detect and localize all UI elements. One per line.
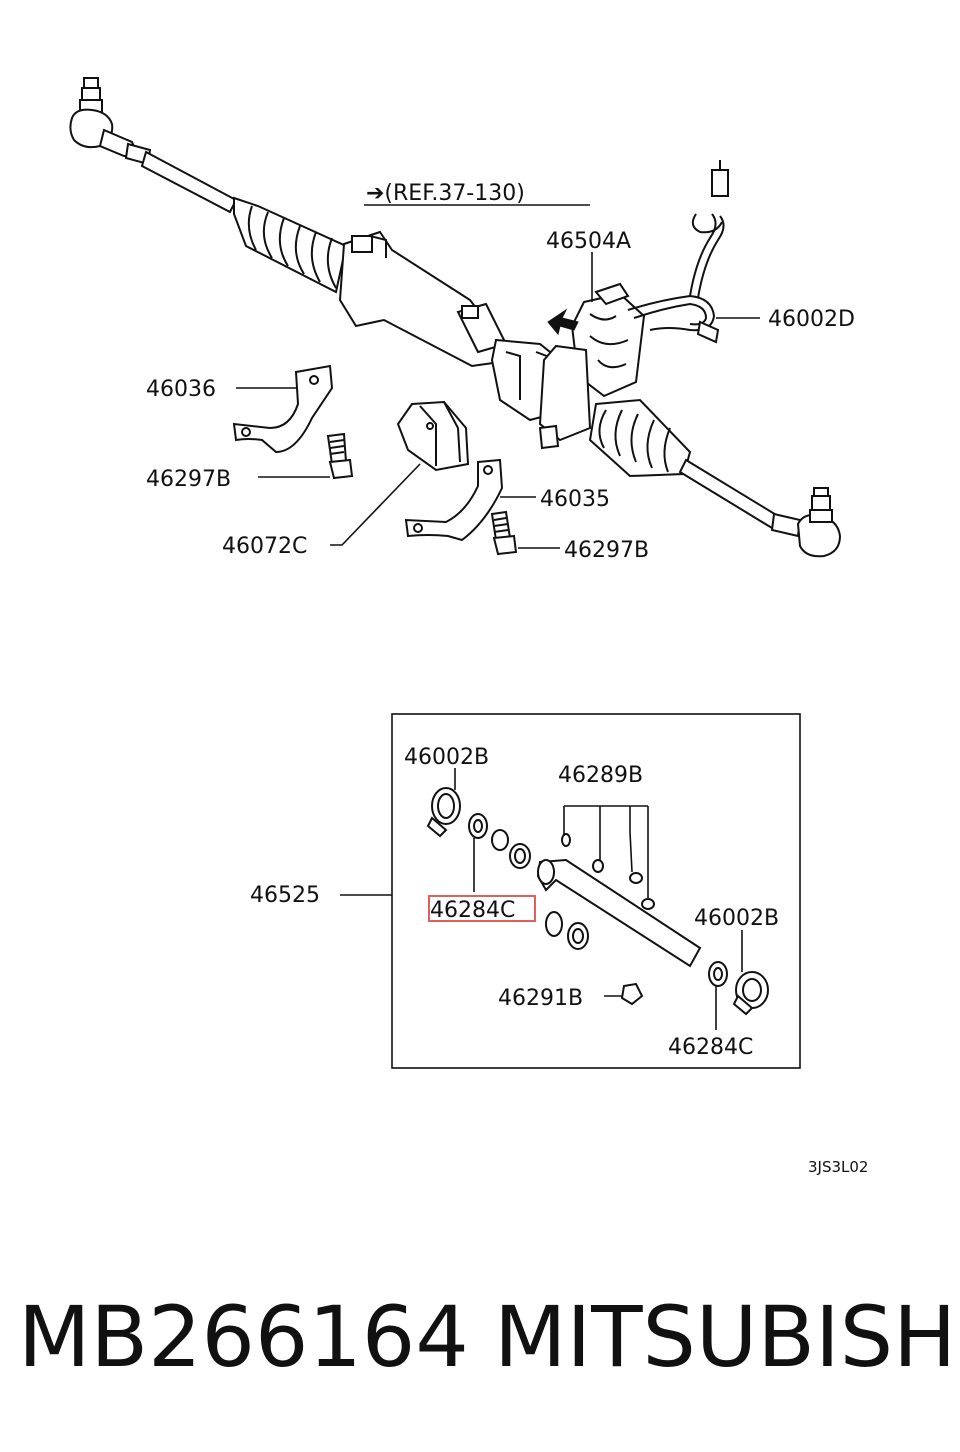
label-46002B-top: 46002B: [404, 745, 489, 770]
right-bracket-bolt: [490, 510, 518, 556]
upper-leader-lines: [236, 204, 760, 549]
left-clamp-bracket: [232, 364, 334, 454]
oil-seal-b-inner: [572, 928, 584, 944]
label-46291B: 46291B: [498, 986, 583, 1011]
right-tie-rod: [678, 458, 780, 530]
label-46072C: 46072C: [222, 534, 307, 559]
o-ring-3: [629, 872, 643, 884]
rack-housing: [338, 230, 561, 422]
seal-ring-a: [491, 829, 509, 851]
label-46297B-left: 46297B: [146, 467, 231, 492]
highlight-box: [428, 895, 536, 922]
label-46036: 46036: [146, 377, 216, 402]
seal-kit-inset-frame: [391, 713, 801, 1069]
label-46035: 46035: [540, 487, 610, 512]
diagram-code: 3JS3L02: [808, 1158, 868, 1176]
label-46297B-right: 46297B: [564, 538, 649, 563]
rack-bush-ring-right: [708, 961, 728, 987]
seal-ring-b: [509, 843, 531, 869]
label-46504A: 46504A: [546, 229, 631, 254]
stopper-nut: [620, 982, 644, 1006]
rack-bar: [536, 858, 702, 968]
steering-rack-assembly: [69, 77, 842, 558]
label-46284C-bottom: 46284C: [668, 1035, 753, 1060]
pressure-hose: [627, 160, 729, 344]
rack-bush-ring-left: [468, 813, 488, 839]
label-46525: 46525: [250, 883, 320, 908]
seal-kit-parts: [426, 787, 769, 1016]
left-tie-rod: [140, 150, 238, 214]
part-number: MB266164: [18, 1288, 469, 1386]
pinion-valve-body: [538, 282, 646, 450]
seal-ring-b-inner: [514, 848, 526, 864]
reference-label: ➔(REF.37-130): [366, 181, 525, 206]
label-46284C-highlighted: 46284C: [430, 898, 515, 923]
oil-seal-b: [567, 922, 589, 950]
label-46002D: 46002D: [768, 307, 855, 332]
o-ring-2: [592, 859, 604, 873]
direction-arrow-icon: [547, 308, 579, 336]
o-ring-1: [561, 833, 571, 847]
oil-seal-a: [545, 911, 563, 937]
left-rack-boot: [233, 196, 348, 294]
right-rack-boot: [588, 398, 692, 478]
label-46002B-right: 46002B: [694, 906, 779, 931]
left-boot-clamp: [426, 787, 461, 838]
o-ring-4: [641, 898, 655, 910]
brand-name: MITSUBISHI: [494, 1288, 960, 1386]
inset-leader-lines: [340, 768, 743, 1030]
left-bracket-bolt: [326, 432, 354, 480]
rack-bush-ring-right-inner: [713, 967, 723, 981]
label-46289B: 46289B: [558, 763, 643, 788]
rack-bushing: [396, 400, 470, 472]
left-tie-rod-end: [69, 77, 152, 166]
right-clamp-bracket: [404, 458, 504, 542]
right-boot-clamp: [732, 971, 769, 1016]
right-tie-rod-end: [770, 487, 842, 558]
